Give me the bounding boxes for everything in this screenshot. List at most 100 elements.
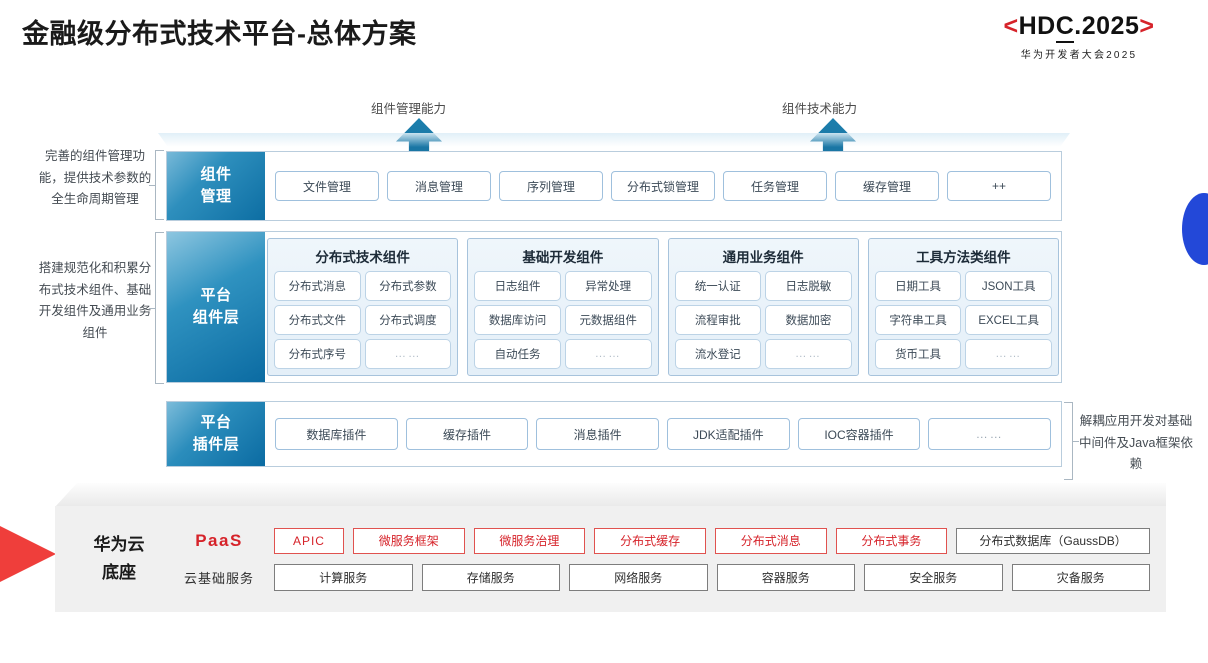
component-cell-more[interactable]: ……	[564, 339, 652, 369]
bracket-right-icon: >	[1139, 12, 1155, 40]
infra-service-network[interactable]: 网络服务	[569, 563, 708, 591]
hdc-logo-text-a: HD	[1018, 12, 1056, 40]
plugin-item-message[interactable]: 消息插件	[536, 418, 660, 450]
layer-label-line2: 组件层	[192, 309, 240, 326]
component-mgmt-item-distributed-lock[interactable]: 分布式锁管理	[611, 171, 715, 201]
component-cell[interactable]: 分布式文件	[274, 305, 361, 335]
component-cell[interactable]: 分布式参数	[364, 271, 452, 301]
layer-label-line2: 管理	[200, 188, 232, 205]
layer-component-management: 组件 管理 文件管理 消息管理 序列管理 分布式锁管理 任务管理 缓存管理 ++	[166, 151, 1062, 221]
hdc-logo: <HDC.2025> 华为开发者大会2025	[964, 12, 1194, 61]
plugin-item-jdk-adapter[interactable]: JDK适配插件	[667, 418, 790, 450]
architecture-stack-panel: 组件 管理 文件管理 消息管理 序列管理 分布式锁管理 任务管理 缓存管理 ++…	[166, 143, 1062, 475]
infra-service-security[interactable]: 安全服务	[864, 563, 1003, 591]
cloud-base-title-line1: 华为云	[93, 534, 145, 554]
cloud-slab-top-face	[55, 483, 1166, 507]
component-cell[interactable]: 统一认证	[674, 271, 762, 301]
blue-circle-decoration	[1182, 193, 1208, 265]
component-mgmt-item-file[interactable]: 文件管理	[275, 171, 379, 201]
component-grid: 日期工具 JSON工具 字符串工具 EXCEL工具 货币工具 ……	[874, 271, 1052, 369]
bracket-connector-middle	[155, 232, 164, 384]
component-cell-more[interactable]: ……	[364, 339, 452, 369]
layer-label-line1: 平台	[200, 287, 232, 305]
component-cell[interactable]: EXCEL工具	[965, 305, 1052, 335]
component-cell[interactable]: 字符串工具	[874, 305, 962, 335]
component-group-title: 基础开发组件	[522, 250, 604, 265]
component-cell[interactable]: 流程审批	[674, 305, 762, 335]
cloud-base-content: 华为云 底座 PaaS APIC 微服务框架 微服务治理 分布式缓存 分布式消息…	[55, 506, 1166, 612]
component-cell[interactable]: 数据库访问	[474, 305, 561, 335]
component-cell[interactable]: 流水登记	[674, 339, 762, 369]
plugin-item-ioc-container[interactable]: IOC容器插件	[797, 418, 921, 450]
component-cell[interactable]: 日志组件	[474, 271, 561, 301]
component-cell[interactable]: JSON工具	[965, 271, 1052, 301]
hdc-logo-main: <HDC.2025>	[964, 12, 1194, 43]
layer-platform-plugin: 平台 插件层 数据库插件 缓存插件 消息插件 JDK适配插件 IOC容器插件 ……	[166, 401, 1062, 467]
infrastructure-label: 云基础服务	[183, 570, 254, 586]
component-mgmt-item-sequence[interactable]: 序列管理	[499, 171, 603, 201]
component-group-title: 分布式技术组件	[315, 250, 410, 265]
bracket-connector-right	[1064, 402, 1073, 480]
cloud-service-rows: PaaS APIC 微服务框架 微服务治理 分布式缓存 分布式消息 分布式事务 …	[173, 527, 1151, 591]
component-group-general-business: 通用业务组件 统一认证 日志脱敏 流程审批 数据加密 流水登记 ……	[667, 238, 859, 376]
paas-service-distributed-cache[interactable]: 分布式缓存	[594, 527, 706, 554]
component-cell[interactable]: 日期工具	[874, 271, 962, 301]
side-note-platform-components: 搭建规范化和积累分布式技术组件、基础开发组件及通用业务组件	[38, 261, 152, 340]
component-mgmt-item-more[interactable]: ++	[947, 171, 1051, 201]
component-cell[interactable]: 分布式序号	[274, 339, 361, 369]
layer-label-line2: 插件层	[192, 436, 240, 453]
paas-service-microservice-governance[interactable]: 微服务治理	[473, 527, 586, 554]
hdc-logo-text-c: C	[1055, 12, 1075, 43]
side-note-plugin-decoupling: 解耦应用开发对基础中间件及Java框架依赖	[1079, 414, 1193, 471]
layer-label-platform-component: 平台 组件层	[167, 232, 265, 382]
layer-label-line1: 平台	[200, 414, 232, 432]
component-cell[interactable]: 日志脱敏	[765, 271, 852, 301]
bracket-tick-top	[149, 185, 155, 186]
layer-label-platform-plugin: 平台 插件层	[167, 402, 265, 466]
layer-label-line1: 组件	[200, 166, 232, 184]
hdc-logo-text-b: .2025	[1074, 12, 1140, 40]
component-cell-more[interactable]: ……	[765, 339, 852, 369]
layer-label-component-management: 组件 管理	[167, 152, 265, 220]
component-cell-more[interactable]: ……	[965, 339, 1052, 369]
plugin-item-cache[interactable]: 缓存插件	[405, 418, 529, 450]
cloud-base-slab: 华为云 底座 PaaS APIC 微服务框架 微服务治理 分布式缓存 分布式消息…	[55, 506, 1166, 612]
component-cell[interactable]: 元数据组件	[564, 305, 652, 335]
component-cell[interactable]: 数据加密	[765, 305, 852, 335]
bracket-connector-top	[155, 150, 164, 220]
paas-service-microservice-framework[interactable]: 微服务框架	[352, 527, 465, 554]
capability-label-technology: 组件技术能力	[782, 102, 858, 116]
component-group-distributed-tech: 分布式技术组件 分布式消息 分布式参数 分布式文件 分布式调度 分布式序号 ……	[267, 238, 459, 376]
component-grid: 日志组件 异常处理 数据库访问 元数据组件 自动任务 ……	[474, 271, 652, 369]
component-grid: 分布式消息 分布式参数 分布式文件 分布式调度 分布式序号 ……	[274, 271, 452, 369]
page-title: 金融级分布式技术平台-总体方案	[22, 19, 417, 49]
side-note-component-management: 完善的组件管理功能，提供技术参数的全生命周期管理	[38, 149, 152, 206]
component-mgmt-item-task[interactable]: 任务管理	[723, 171, 827, 201]
component-cell[interactable]: 货币工具	[874, 339, 962, 369]
bracket-left-icon: <	[1003, 12, 1019, 40]
component-mgmt-item-cache[interactable]: 缓存管理	[835, 171, 939, 201]
paas-service-distributed-database[interactable]: 分布式数据库（GaussDB）	[956, 527, 1151, 554]
infra-service-compute[interactable]: 计算服务	[274, 563, 413, 591]
infra-service-storage[interactable]: 存储服务	[421, 563, 560, 591]
component-group-title: 通用业务组件	[722, 250, 804, 265]
component-mgmt-item-message[interactable]: 消息管理	[387, 171, 491, 201]
component-grid: 统一认证 日志脱敏 流程审批 数据加密 流水登记 ……	[674, 271, 852, 369]
paas-service-distributed-message[interactable]: 分布式消息	[714, 527, 827, 554]
component-group-title: 工具方法类组件	[916, 250, 1011, 265]
component-cell[interactable]: 自动任务	[474, 339, 561, 369]
component-cell[interactable]: 分布式调度	[364, 305, 452, 335]
component-cell[interactable]: 异常处理	[564, 271, 652, 301]
paas-service-row: PaaS APIC 微服务框架 微服务治理 分布式缓存 分布式消息 分布式事务 …	[173, 527, 1151, 554]
plugin-item-more[interactable]: ……	[928, 418, 1052, 450]
paas-service-distributed-transaction[interactable]: 分布式事务	[835, 527, 948, 554]
infra-service-disaster-recovery[interactable]: 灾备服务	[1011, 563, 1150, 591]
hdc-logo-subtitle: 华为开发者大会2025	[1020, 50, 1138, 61]
paas-label: PaaS	[195, 530, 243, 550]
paas-service-apic[interactable]: APIC	[274, 527, 344, 554]
infra-service-container[interactable]: 容器服务	[716, 563, 855, 591]
layer-body-component-management: 文件管理 消息管理 序列管理 分布式锁管理 任务管理 缓存管理 ++	[265, 152, 1061, 220]
plugin-item-database[interactable]: 数据库插件	[275, 418, 398, 450]
component-cell[interactable]: 分布式消息	[274, 271, 361, 301]
cloud-base-title-line2: 底座	[102, 563, 136, 582]
